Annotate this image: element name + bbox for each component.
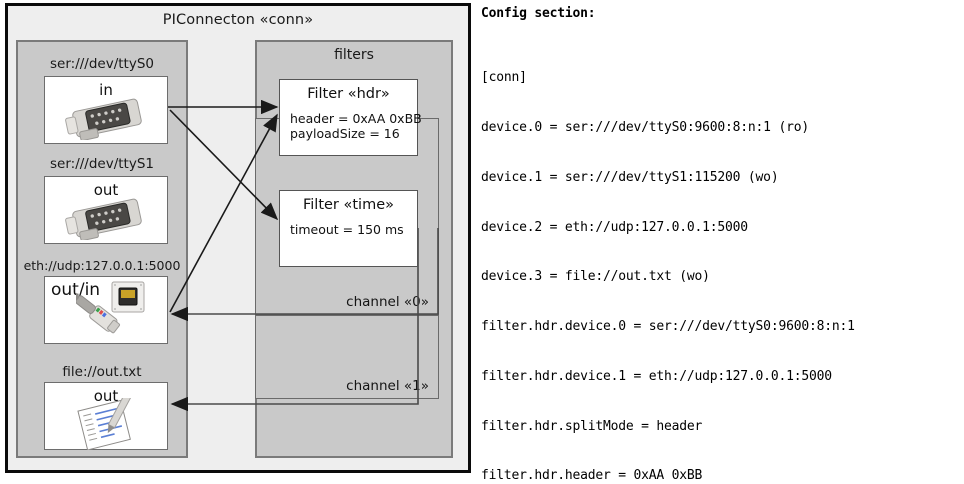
config-lines: [conn] device.0 = ser:///dev/ttyS0:9600:… <box>481 37 959 484</box>
filters-panel-title: filters <box>334 47 374 63</box>
filter-props-time: timeout = 150 ms <box>290 222 404 237</box>
config-section: Config section: [conn] device.0 = ser://… <box>481 6 959 484</box>
config-line: [conn] <box>481 70 527 86</box>
channel-label-1: channel «1» <box>346 378 429 394</box>
device-direction-ttyS0: in <box>99 81 113 99</box>
config-line: filter.hdr.device.1 = eth://udp:127.0.0.… <box>481 368 832 384</box>
filter-prop: payloadSize = 16 <box>290 126 400 141</box>
serial-port-icon <box>65 198 142 240</box>
config-line: filter.hdr.header = 0xAA 0xBB <box>481 468 703 484</box>
filter-prop: timeout = 150 ms <box>290 222 404 237</box>
config-heading: Config section: <box>481 6 596 21</box>
device-direction-ttyS1: out <box>93 181 119 199</box>
device-label-eth: eth://udp:127.0.0.1:5000 <box>23 258 181 273</box>
text-file-icon <box>77 398 132 450</box>
component-title: PIConnecton «conn» <box>162 12 314 28</box>
channel-label-0: channel «0» <box>346 294 429 310</box>
filter-box-time-fg[interactable]: Filter «time» timeout = 150 ms <box>279 190 418 267</box>
device-label-file: file://out.txt <box>62 364 142 380</box>
device-direction-file: out <box>93 387 119 405</box>
device-node-eth[interactable]: out/in <box>44 276 168 344</box>
config-line: filter.hdr.device.0 = ser:///dev/ttyS0:9… <box>481 319 855 335</box>
device-label-ttyS0: ser:///dev/ttyS0 <box>50 56 154 72</box>
device-label-ttyS1: ser:///dev/ttyS1 <box>50 156 154 172</box>
channel-box-1[interactable]: channel «1» <box>255 315 439 399</box>
config-line: filter.hdr.splitMode = header <box>481 418 703 434</box>
serial-port-icon <box>65 98 142 140</box>
config-line: device.0 = ser:///dev/ttyS0:9600:8:n:1 (… <box>481 119 809 135</box>
config-line: device.2 = eth://udp:127.0.0.1:5000 <box>481 219 748 235</box>
filter-prop: header = 0xAA 0xBB <box>290 111 422 126</box>
ethernet-jack-icon <box>76 281 145 334</box>
config-line: device.1 = ser:///dev/ttyS1:115200 (wo) <box>481 169 779 185</box>
filter-box-hdr-fg[interactable]: Filter «hdr» header = 0xAA 0xBB payloadS… <box>279 79 422 156</box>
filter-name-hdr: Filter «hdr» <box>307 86 390 102</box>
config-line: device.3 = file://out.txt (wo) <box>481 269 710 285</box>
filter-props-hdr: header = 0xAA 0xBB payloadSize = 16 <box>290 111 422 141</box>
device-direction-eth: out/in <box>51 280 101 300</box>
filter-name-time: Filter «time» <box>302 197 395 213</box>
